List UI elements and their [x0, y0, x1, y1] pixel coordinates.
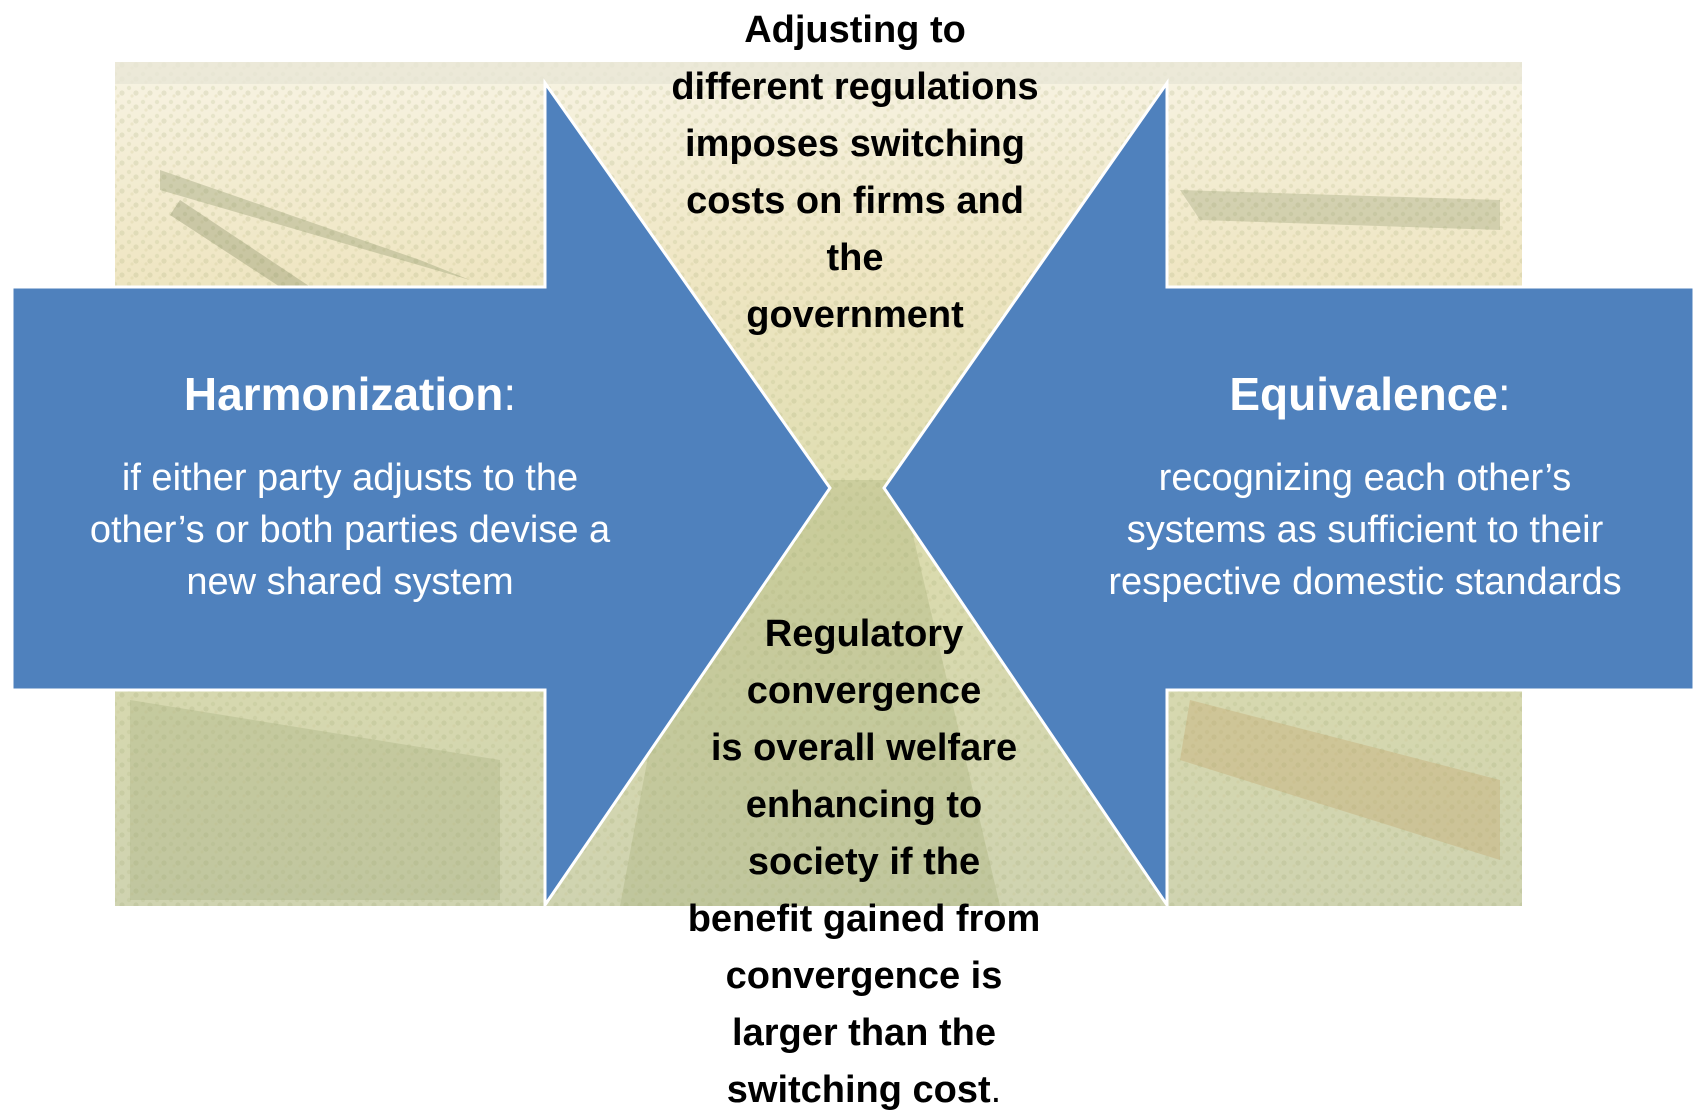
top-text-line: the [826, 237, 884, 279]
switching-cost-statement: Adjusting to different regulations impos… [630, 2, 1080, 344]
top-text-line: different regulations [671, 66, 1039, 108]
welfare-statement: Regulatory convergence is overall welfar… [634, 606, 1094, 1119]
bottom-text-line: larger than the [732, 1012, 996, 1054]
bottom-text-line: Regulatory [764, 613, 964, 655]
bottom-text-last-bold: switching cost [726, 1069, 991, 1111]
harmonization-title: Harmonization: [40, 366, 660, 422]
top-text-line: government [746, 294, 964, 336]
equivalence-description: recognizing each other’s systems as suff… [1050, 452, 1680, 608]
top-text-line: costs on firms and [686, 180, 1024, 222]
bottom-text-line: benefit gained from [687, 898, 1041, 940]
equivalence-line: respective domestic standards [1108, 561, 1622, 603]
harmonization-line: other’s or both parties devise a [89, 509, 611, 551]
equivalence-title: Equivalence: [1060, 366, 1680, 422]
bottom-text-line: is overall welfare [710, 727, 1018, 769]
bottom-text-line: society if the [747, 841, 981, 883]
harmonization-title-text: Harmonization [183, 368, 504, 420]
equivalence-arrow [882, 78, 1694, 910]
bottom-text-line: convergence is [725, 955, 1003, 997]
equivalence-title-text: Equivalence [1229, 368, 1498, 420]
bottom-text-line: convergence [746, 670, 982, 712]
harmonization-arrow [10, 78, 832, 910]
top-text-line: Adjusting to [744, 9, 966, 51]
harmonization-title-colon: : [503, 368, 517, 420]
top-text-line: imposes switching [685, 123, 1025, 165]
bottom-text-line: enhancing to [745, 784, 983, 826]
equivalence-line: recognizing each other’s [1158, 457, 1572, 499]
equivalence-title-colon: : [1497, 368, 1511, 420]
bottom-text-last-line: switching cost. [634, 1062, 1094, 1119]
equivalence-line: systems as sufficient to their [1126, 509, 1604, 551]
harmonization-line: if either party adjusts to the [121, 457, 579, 499]
harmonization-line: new shared system [186, 561, 514, 603]
bottom-text-period: . [990, 1069, 1002, 1111]
harmonization-description: if either party adjusts to the other’s o… [20, 452, 680, 608]
